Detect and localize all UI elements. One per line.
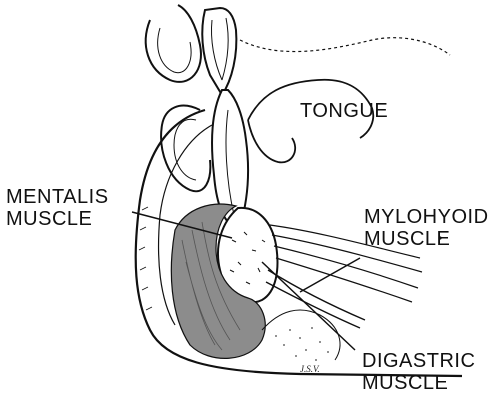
palate-contour [240, 38, 450, 55]
skin-hatching [139, 207, 152, 310]
mentalis-label-line2: MUSCLE [6, 208, 109, 230]
upper-lip-fold-inner [158, 28, 191, 73]
upper-tooth [202, 8, 236, 95]
digastric-muscle-label: DIGASTRIC MUSCLE [362, 350, 475, 394]
mylohyoid-label-line1: MYLOHYOID [364, 206, 489, 228]
mentalis-muscle-label: MENTALIS MUSCLE [6, 186, 109, 230]
artist-signature: J.S.V. [300, 364, 320, 374]
upper-lip-fold [146, 5, 201, 82]
tongue-label: TONGUE [300, 100, 388, 122]
digastric-label-line1: DIGASTRIC [362, 350, 475, 372]
mylohyoid-leader-line [300, 258, 360, 292]
mylohyoid-label-line2: MUSCLE [364, 228, 489, 250]
mylohyoid-muscle-label: MYLOHYOID MUSCLE [364, 206, 489, 250]
tongue-tip [248, 120, 295, 162]
digastric-muscle-fibers [266, 270, 365, 328]
digastric-label-line2: MUSCLE [362, 372, 475, 394]
tongue-label-text: TONGUE [300, 100, 388, 122]
soft-tissue-stipple [275, 327, 329, 361]
mentalis-label-line1: MENTALIS [6, 186, 109, 208]
